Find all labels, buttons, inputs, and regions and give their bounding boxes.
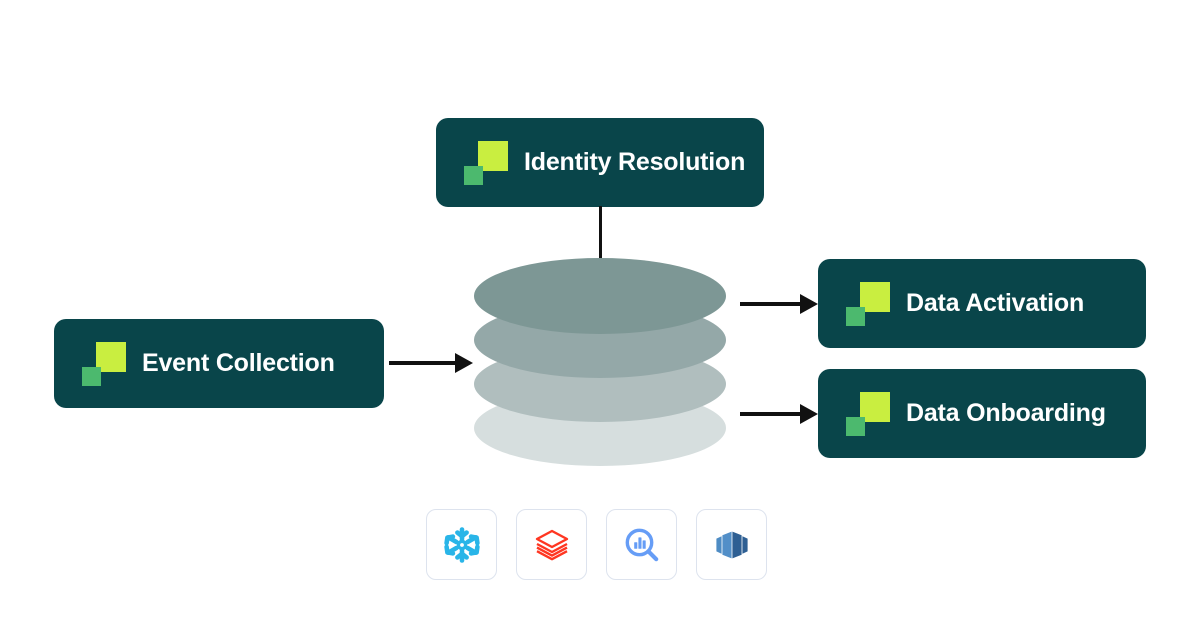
brand-squares-logo-icon: [82, 341, 126, 386]
brand-squares-logo-icon: [846, 391, 890, 436]
arrow-shaft: [389, 361, 455, 365]
integration-tile-bigquery[interactable]: [606, 509, 677, 580]
logo-large-square: [860, 391, 890, 422]
arrow-head: [800, 294, 818, 314]
arrow-warehouse-to-data-activation: [740, 294, 818, 314]
arrow-shaft: [740, 412, 800, 416]
arrow-shaft: [740, 302, 800, 306]
arrow-warehouse-to-data-onboarding: [740, 404, 818, 424]
bigquery-icon: [625, 528, 658, 561]
logo-small-square: [82, 366, 101, 386]
logo-small-square: [464, 165, 483, 185]
redshift-icon: [715, 531, 748, 558]
arrow-event-collection-to-warehouse: [389, 353, 473, 373]
logo-large-square: [860, 281, 890, 312]
card-data-onboarding[interactable]: Data Onboarding: [818, 369, 1146, 458]
card-label: Data Onboarding: [906, 399, 1106, 427]
card-label: Identity Resolution: [524, 148, 746, 176]
snowflake-icon: [443, 526, 480, 563]
brand-squares-logo-icon: [464, 140, 508, 185]
databricks-icon: [535, 529, 568, 560]
logo-small-square: [846, 416, 865, 436]
card-label: Event Collection: [142, 349, 335, 377]
arrow-head: [455, 353, 473, 373]
logo-large-square: [478, 140, 508, 171]
brand-squares-logo-icon: [846, 281, 890, 326]
logo-small-square: [846, 306, 865, 326]
integration-tile-snowflake[interactable]: [426, 509, 497, 580]
integration-tile-redshift[interactable]: [696, 509, 767, 580]
integration-tiles: [426, 509, 767, 580]
stack-layer-1: [474, 258, 726, 334]
data-warehouse-stack-icon: [474, 258, 726, 466]
logo-large-square: [96, 341, 126, 372]
card-identity-resolution[interactable]: Identity Resolution: [436, 118, 764, 207]
connector-identity-to-warehouse: [599, 206, 602, 268]
integration-tile-databricks[interactable]: [516, 509, 587, 580]
card-label: Data Activation: [906, 289, 1085, 317]
arrow-head: [800, 404, 818, 424]
card-data-activation[interactable]: Data Activation: [818, 259, 1146, 348]
card-event-collection[interactable]: Event Collection: [54, 319, 384, 408]
